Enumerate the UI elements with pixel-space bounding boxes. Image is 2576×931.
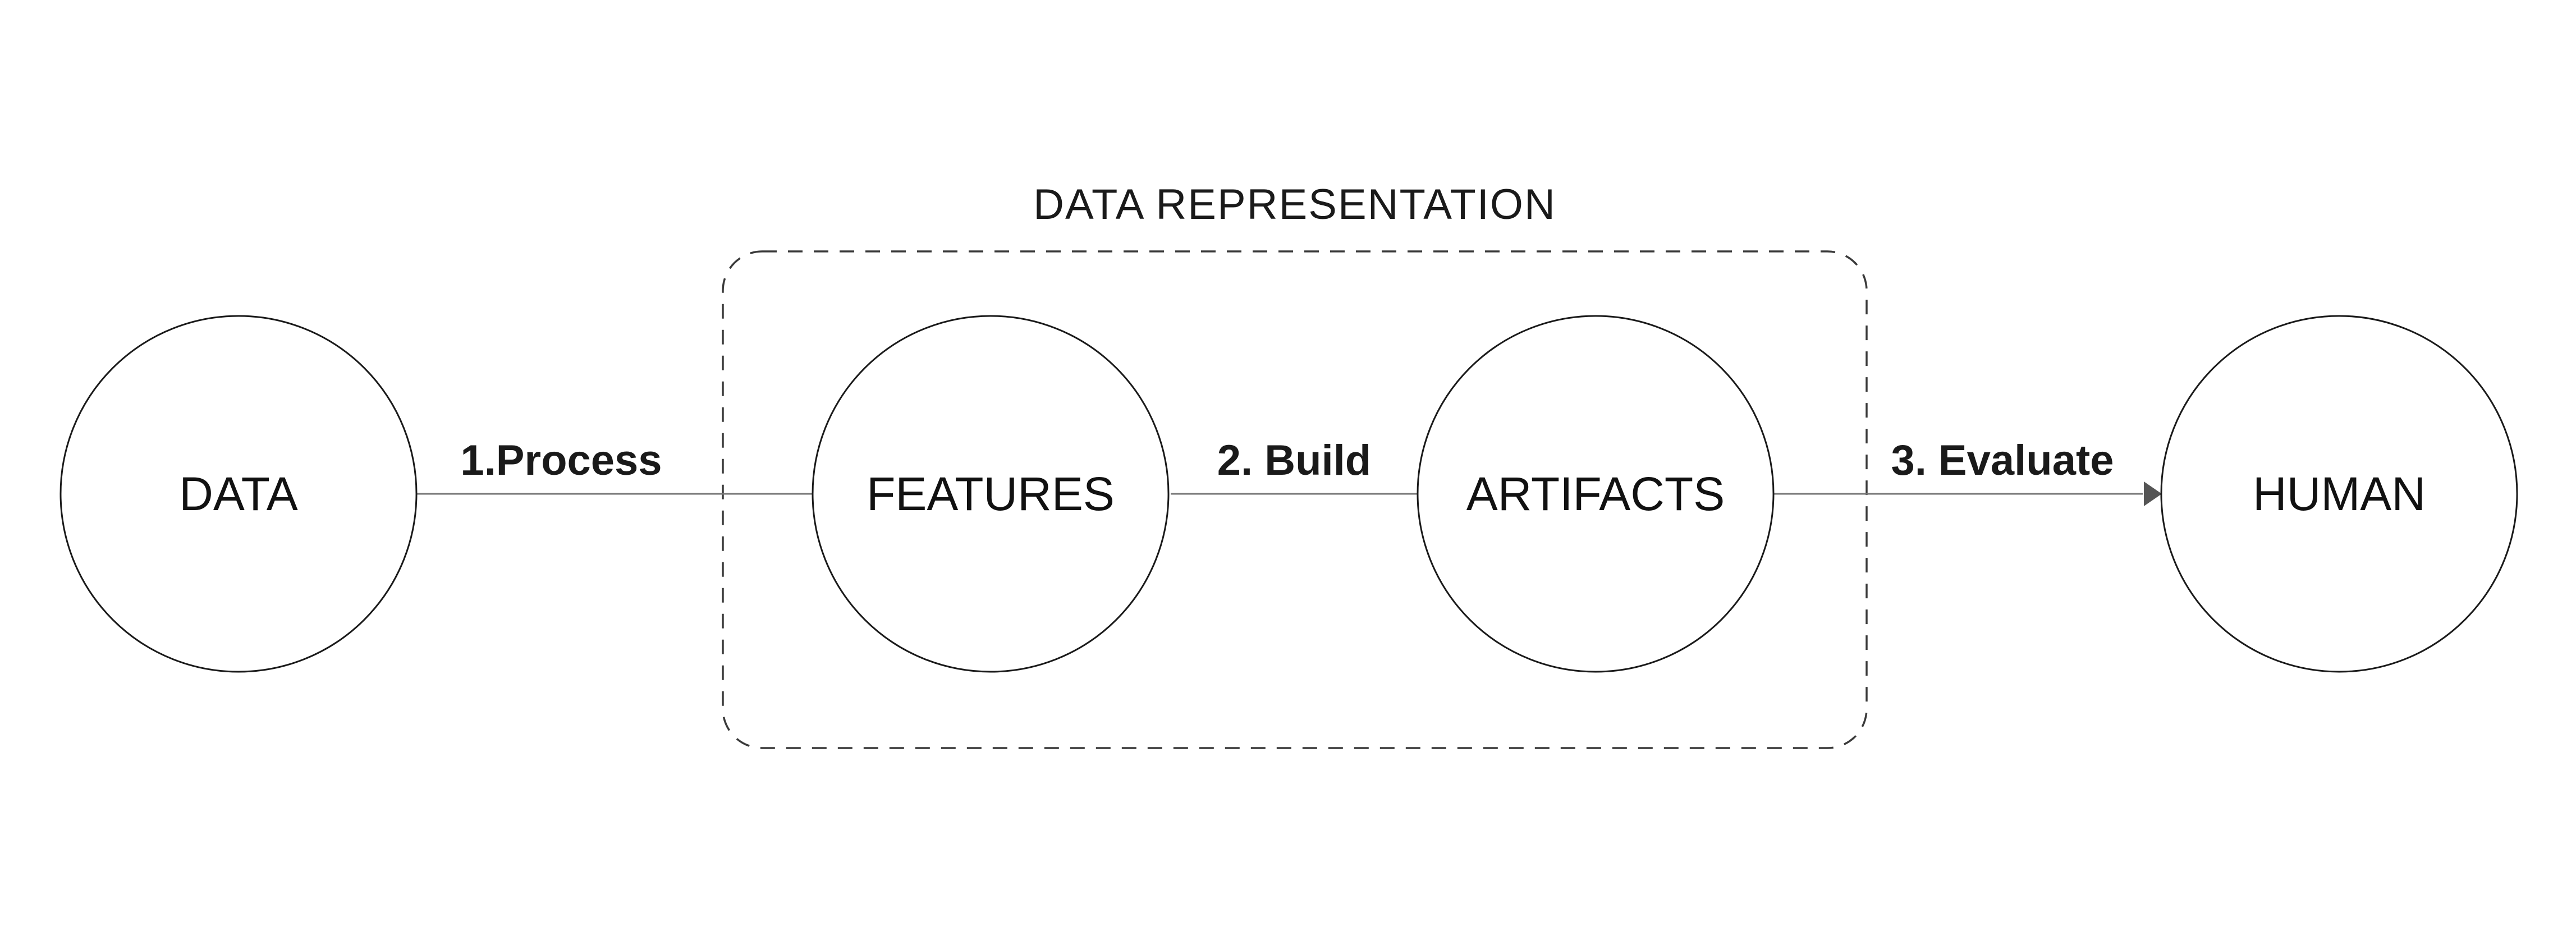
node-human-label: HUMAN xyxy=(2253,467,2426,520)
node-human: HUMAN xyxy=(2160,315,2518,673)
data-representation-group: DATA REPRESENTATION xyxy=(722,181,1868,749)
node-data-circle xyxy=(59,315,418,673)
arrowhead-icon xyxy=(2144,481,2162,506)
node-data-label: DATA xyxy=(179,467,298,520)
node-artifacts: ARTIFACTS xyxy=(1417,315,1775,673)
node-features-label: FEATURES xyxy=(867,467,1115,520)
edge-label-build: 2. Build xyxy=(1217,437,1371,484)
node-data: DATA xyxy=(59,315,418,673)
edge-process: 1.Process xyxy=(416,437,814,495)
node-features: FEATURES xyxy=(812,315,1170,673)
node-human-circle xyxy=(2160,315,2518,673)
edge-evaluate: 3. Evaluate xyxy=(1773,437,2162,506)
node-features-circle xyxy=(812,315,1170,673)
group-label: DATA REPRESENTATION xyxy=(1033,181,1556,228)
node-artifacts-circle xyxy=(1417,315,1775,673)
edge-label-process: 1.Process xyxy=(460,437,662,484)
edge-label-evaluate: 3. Evaluate xyxy=(1891,437,2114,484)
edge-build: 2. Build xyxy=(1171,437,1418,495)
node-artifacts-label: ARTIFACTS xyxy=(1466,467,1725,520)
